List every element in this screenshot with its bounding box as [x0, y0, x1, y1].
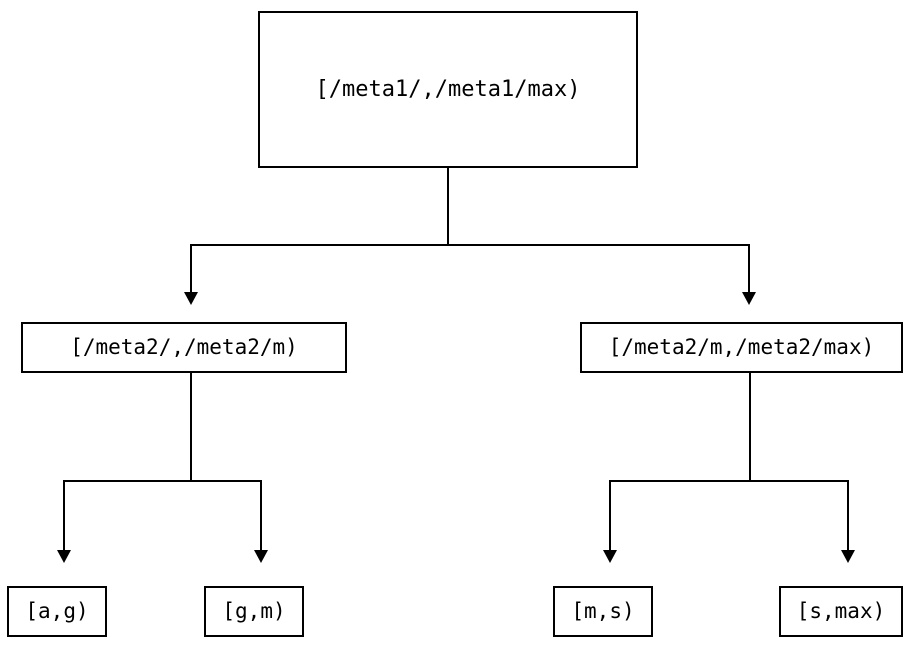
edge-root-to-mid-right — [748, 244, 750, 294]
node-leaf-3-label: [m,s) — [571, 599, 635, 623]
node-leaf-3[interactable]: [m,s) — [553, 586, 653, 637]
node-leaf-2-label: [g,m) — [222, 599, 286, 623]
arrowhead-mid-left-icon — [184, 292, 198, 305]
arrowhead-leaf-2-icon — [254, 550, 268, 563]
node-root[interactable]: [/meta1/,/meta1/max) — [258, 11, 638, 168]
edge-root-stem — [447, 168, 449, 246]
node-root-label: [/meta1/,/meta1/max) — [315, 76, 581, 102]
edge-mid-left-to-leaf-1 — [63, 480, 65, 552]
edge-mid-left-crossbar — [63, 480, 262, 482]
node-mid-right-label: [/meta2/m,/meta2/max) — [608, 335, 875, 359]
arrowhead-leaf-3-icon — [603, 550, 617, 563]
arrowhead-leaf-4-icon — [841, 550, 855, 563]
edge-mid-right-to-leaf-3 — [609, 480, 611, 552]
arrowhead-mid-right-icon — [742, 292, 756, 305]
node-mid-right[interactable]: [/meta2/m,/meta2/max) — [580, 322, 903, 373]
node-leaf-4[interactable]: [s,max) — [779, 586, 903, 637]
node-leaf-1[interactable]: [a,g) — [7, 586, 107, 637]
node-mid-left[interactable]: [/meta2/,/meta2/m) — [21, 322, 347, 373]
node-leaf-1-label: [a,g) — [25, 599, 89, 623]
edge-root-crossbar — [190, 244, 750, 246]
edge-mid-right-stem — [749, 373, 751, 482]
arrowhead-leaf-1-icon — [57, 550, 71, 563]
node-leaf-4-label: [s,max) — [796, 599, 886, 623]
edge-root-to-mid-left — [190, 244, 192, 294]
edge-mid-left-stem — [190, 373, 192, 482]
edge-mid-right-to-leaf-4 — [847, 480, 849, 552]
node-leaf-2[interactable]: [g,m) — [204, 586, 304, 637]
edge-mid-right-crossbar — [609, 480, 849, 482]
edge-mid-left-to-leaf-2 — [260, 480, 262, 552]
node-mid-left-label: [/meta2/,/meta2/m) — [70, 335, 298, 359]
